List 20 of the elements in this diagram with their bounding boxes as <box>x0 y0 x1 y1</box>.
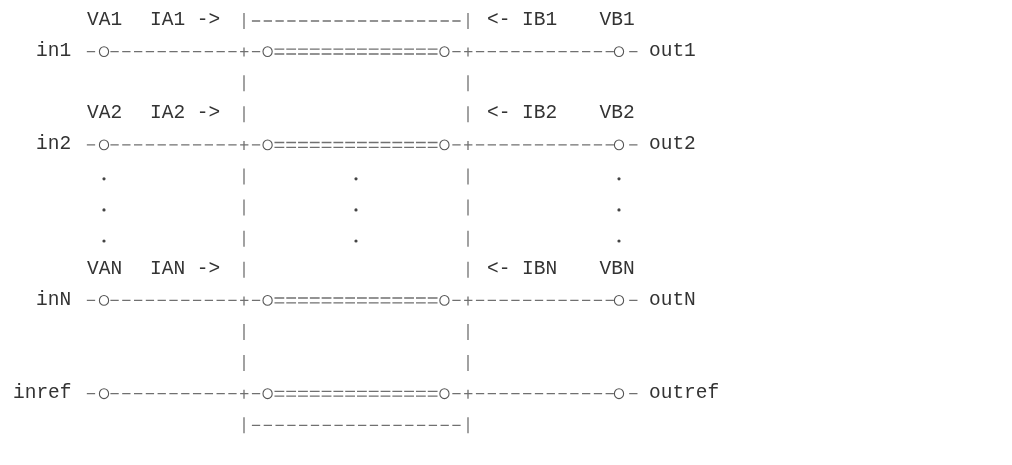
terminal-label: out2 <box>649 135 696 155</box>
signal-label: IAN -> <box>150 259 221 280</box>
signal-label: VB2 <box>599 104 635 124</box>
signal-label: <- IB1 <box>487 10 558 31</box>
terminal-label: outref <box>649 383 720 404</box>
signal-label: VA1 <box>87 10 123 31</box>
signal-label: IA1 -> <box>150 10 221 31</box>
signal-label: <- IBN <box>487 259 558 280</box>
terminal-label: out1 <box>649 41 696 62</box>
signal-label: <- IB2 <box>487 104 558 124</box>
terminal-label: in2 <box>36 135 72 155</box>
terminal-label: inref <box>13 383 72 404</box>
terminal-label: inN <box>36 290 72 311</box>
signal-label: VBN <box>599 259 635 280</box>
terminal-label: outN <box>649 290 696 311</box>
signal-label: IA2 -> <box>150 104 221 124</box>
signal-label: VA2 <box>87 104 123 124</box>
terminal-label: in1 <box>36 41 72 62</box>
signal-label: VB1 <box>599 10 635 31</box>
signal-label: VAN <box>87 259 123 280</box>
